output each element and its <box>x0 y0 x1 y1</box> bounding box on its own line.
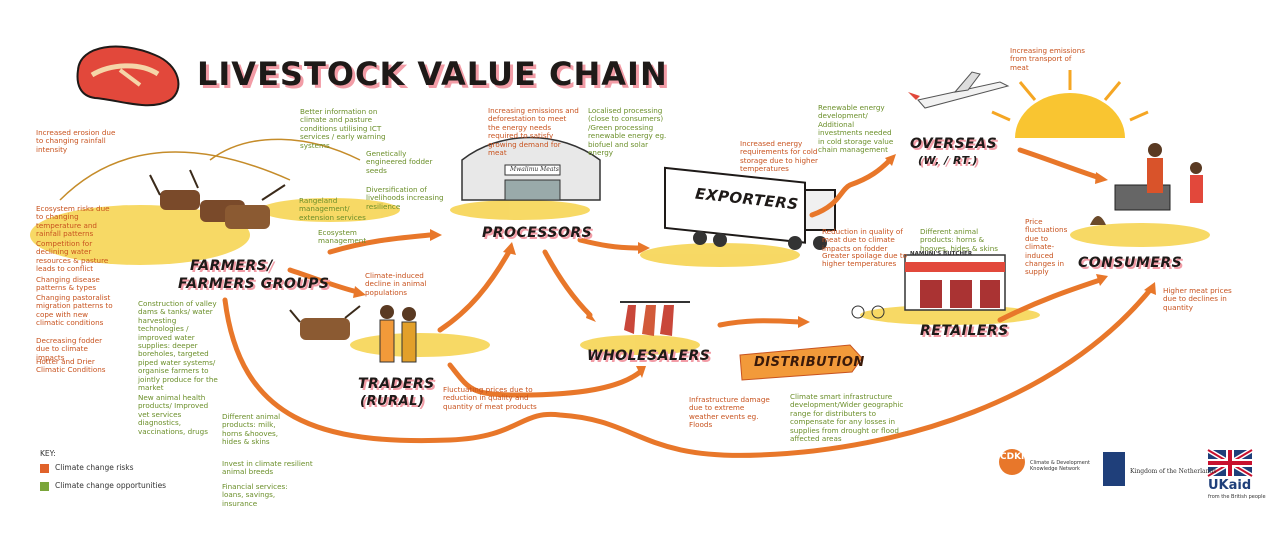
stage-retailers-label: RETAILERS <box>920 323 1009 339</box>
arrow-farmers-traders <box>287 267 361 295</box>
risk-price-fluctuation-consumers: Price fluctuations due to climate-induce… <box>1025 217 1068 277</box>
cattle-herd-illustration <box>149 169 286 229</box>
hills-illustration <box>59 138 361 201</box>
stage-farmers-label: FARMERS/ <box>190 258 273 274</box>
traders-illustration <box>289 305 417 363</box>
legend-item-risk: Climate change risks <box>40 463 134 473</box>
risk-spoilage: Greater spoilage due to higher temperatu… <box>822 251 908 269</box>
arrow-wholesalers-retailers <box>717 318 803 328</box>
stage-wholesalers-label: WHOLESALERS <box>587 348 711 364</box>
opp-ecosystem-management: Ecosystem management <box>318 228 367 246</box>
risk-animal-decline: Climate-induced decline in animal popula… <box>365 271 427 297</box>
legend-risk-label: Climate change risks <box>55 463 134 472</box>
stage-farmers-groups-label: FARMERS GROUPS <box>178 276 330 292</box>
risk-meat-quality: Reduction in quality of meat due to clim… <box>822 227 903 253</box>
opp-climate-smart-infrastructure: Climate smart infrastructure development… <box>790 392 904 444</box>
ukaid-logo-subtext: from the British people <box>1208 494 1266 500</box>
risk-disease: Changing disease patterns & types <box>36 275 100 293</box>
arrow-traders-wholesalers <box>447 362 643 398</box>
flow-arrows <box>222 147 1153 458</box>
ground-patches <box>30 198 1210 357</box>
risk-erosion: Increased erosion due to changing rainfa… <box>36 128 116 154</box>
carcass-rack-illustration <box>620 301 690 336</box>
netherlands-crest-icon <box>1103 452 1125 486</box>
stage-distribution-label: DISTRIBUTION <box>754 355 865 370</box>
risk-fodder: Decreasing fodder due to climate impacts <box>36 336 103 362</box>
opp-localised-processing: Localised processing (close to consumers… <box>588 106 667 158</box>
sun-illustration <box>991 70 1149 138</box>
stage-overseas-label: OVERSEAS <box>910 136 998 152</box>
opp-financial-services: Financial services: loans, savings, insu… <box>222 482 288 508</box>
risk-competition: Competition for declining water resource… <box>36 239 109 274</box>
risk-infrastructure-damage: Infrastructure damage due to extreme wea… <box>689 395 770 430</box>
opp-rangeland: Rangeland management/ extension services <box>299 196 366 222</box>
opp-retail-animal-products: Different animal products: horns & hoove… <box>920 227 998 253</box>
butcher-shop-sign: NAMUNI'S BUTCHER <box>910 251 973 257</box>
opp-renewable-energy: Renewable energy development/ Additional… <box>818 103 894 155</box>
arrow-farmers-processors <box>327 232 433 255</box>
legend-title: KEY: <box>40 449 56 458</box>
risk-price-fluctuation-traders: Fluctuating prices due to reduction in q… <box>443 385 537 411</box>
risk-cold-storage: Increased energy requirements for cold s… <box>740 139 818 174</box>
stage-traders-rural-label: (RURAL) <box>360 394 425 409</box>
legend-risk-swatch <box>40 463 49 473</box>
legend-opp-swatch <box>40 481 49 491</box>
risk-transport-emissions: Increasing emissions from transport of m… <box>1010 46 1085 72</box>
opp-resilient-breeds: Invest in climate resilient animal breed… <box>222 459 313 477</box>
risk-hotter: Hotter and Drier Climatic Conditions <box>36 357 106 375</box>
logos <box>999 447 1254 486</box>
arrow-processors-exporters <box>577 237 643 251</box>
risk-migration: Changing pastoralist migration patterns … <box>36 293 113 328</box>
processor-sign: Mwalimu Meats <box>510 166 559 173</box>
legend-item-opportunity: Climate change opportunities <box>40 481 166 491</box>
opp-fodder-seeds: Genetically engineered fodder seeds <box>366 149 433 175</box>
opp-better-information: Better information on climate and pastur… <box>300 107 386 150</box>
risk-higher-meat-prices: Higher meat prices due to declines in qu… <box>1163 286 1232 312</box>
opp-animal-health: New animal health products/ Improved vet… <box>138 393 209 436</box>
stage-consumers-label: CONSUMERS <box>1078 255 1183 271</box>
arrow-exporters-overseas <box>809 157 893 218</box>
cdkn-logo-icon <box>999 449 1025 475</box>
arrow-processors-wholesalers <box>542 249 593 318</box>
arrow-overseas-consumers <box>1017 147 1103 181</box>
union-jack-icon <box>1206 447 1254 479</box>
opp-diversification: Diversification of livelihoods increasin… <box>366 185 444 211</box>
risk-processing-emissions: Increasing emissions and deforestation t… <box>488 106 579 158</box>
stage-traders-label: TRADERS <box>358 376 435 392</box>
stage-overseas-sub-label: (W, / Rt.) <box>918 154 978 167</box>
legend-opp-label: Climate change opportunities <box>55 481 167 490</box>
cdkn-logo-text: Climate & Development Knowledge Network <box>1030 460 1090 472</box>
consumers-illustration <box>1090 143 1203 225</box>
stage-processors-label: PROCESSORS <box>482 225 593 241</box>
arrow-retailers-consumers <box>997 277 1103 323</box>
steak-icon <box>76 45 180 107</box>
netherlands-logo-text: Kingdom of the Netherlands <box>1130 468 1217 475</box>
arrow-farmers-consumers-loop <box>222 287 1153 458</box>
page-title: LIVESTOCK VALUE CHAIN <box>197 55 668 93</box>
butcher-shop-illustration <box>851 254 1006 319</box>
opp-animal-products: Different animal products: milk, horns &… <box>222 412 281 447</box>
truck-illustration <box>664 166 836 250</box>
airplane-illustration <box>908 71 1010 109</box>
processor-building-illustration <box>461 136 601 201</box>
arrow-heads <box>353 154 1156 378</box>
risk-ecosystem: Ecosystem risks due to changing temperat… <box>36 204 110 239</box>
arrow-traders-processors <box>437 247 513 333</box>
opp-water-infrastructure: Construction of valley dams & tanks/ wat… <box>138 299 218 393</box>
ukaid-logo-text: UKaid <box>1208 478 1252 493</box>
cdkn-logo-mark: CDKN <box>1000 452 1029 462</box>
distribution-ribbon <box>739 344 863 381</box>
